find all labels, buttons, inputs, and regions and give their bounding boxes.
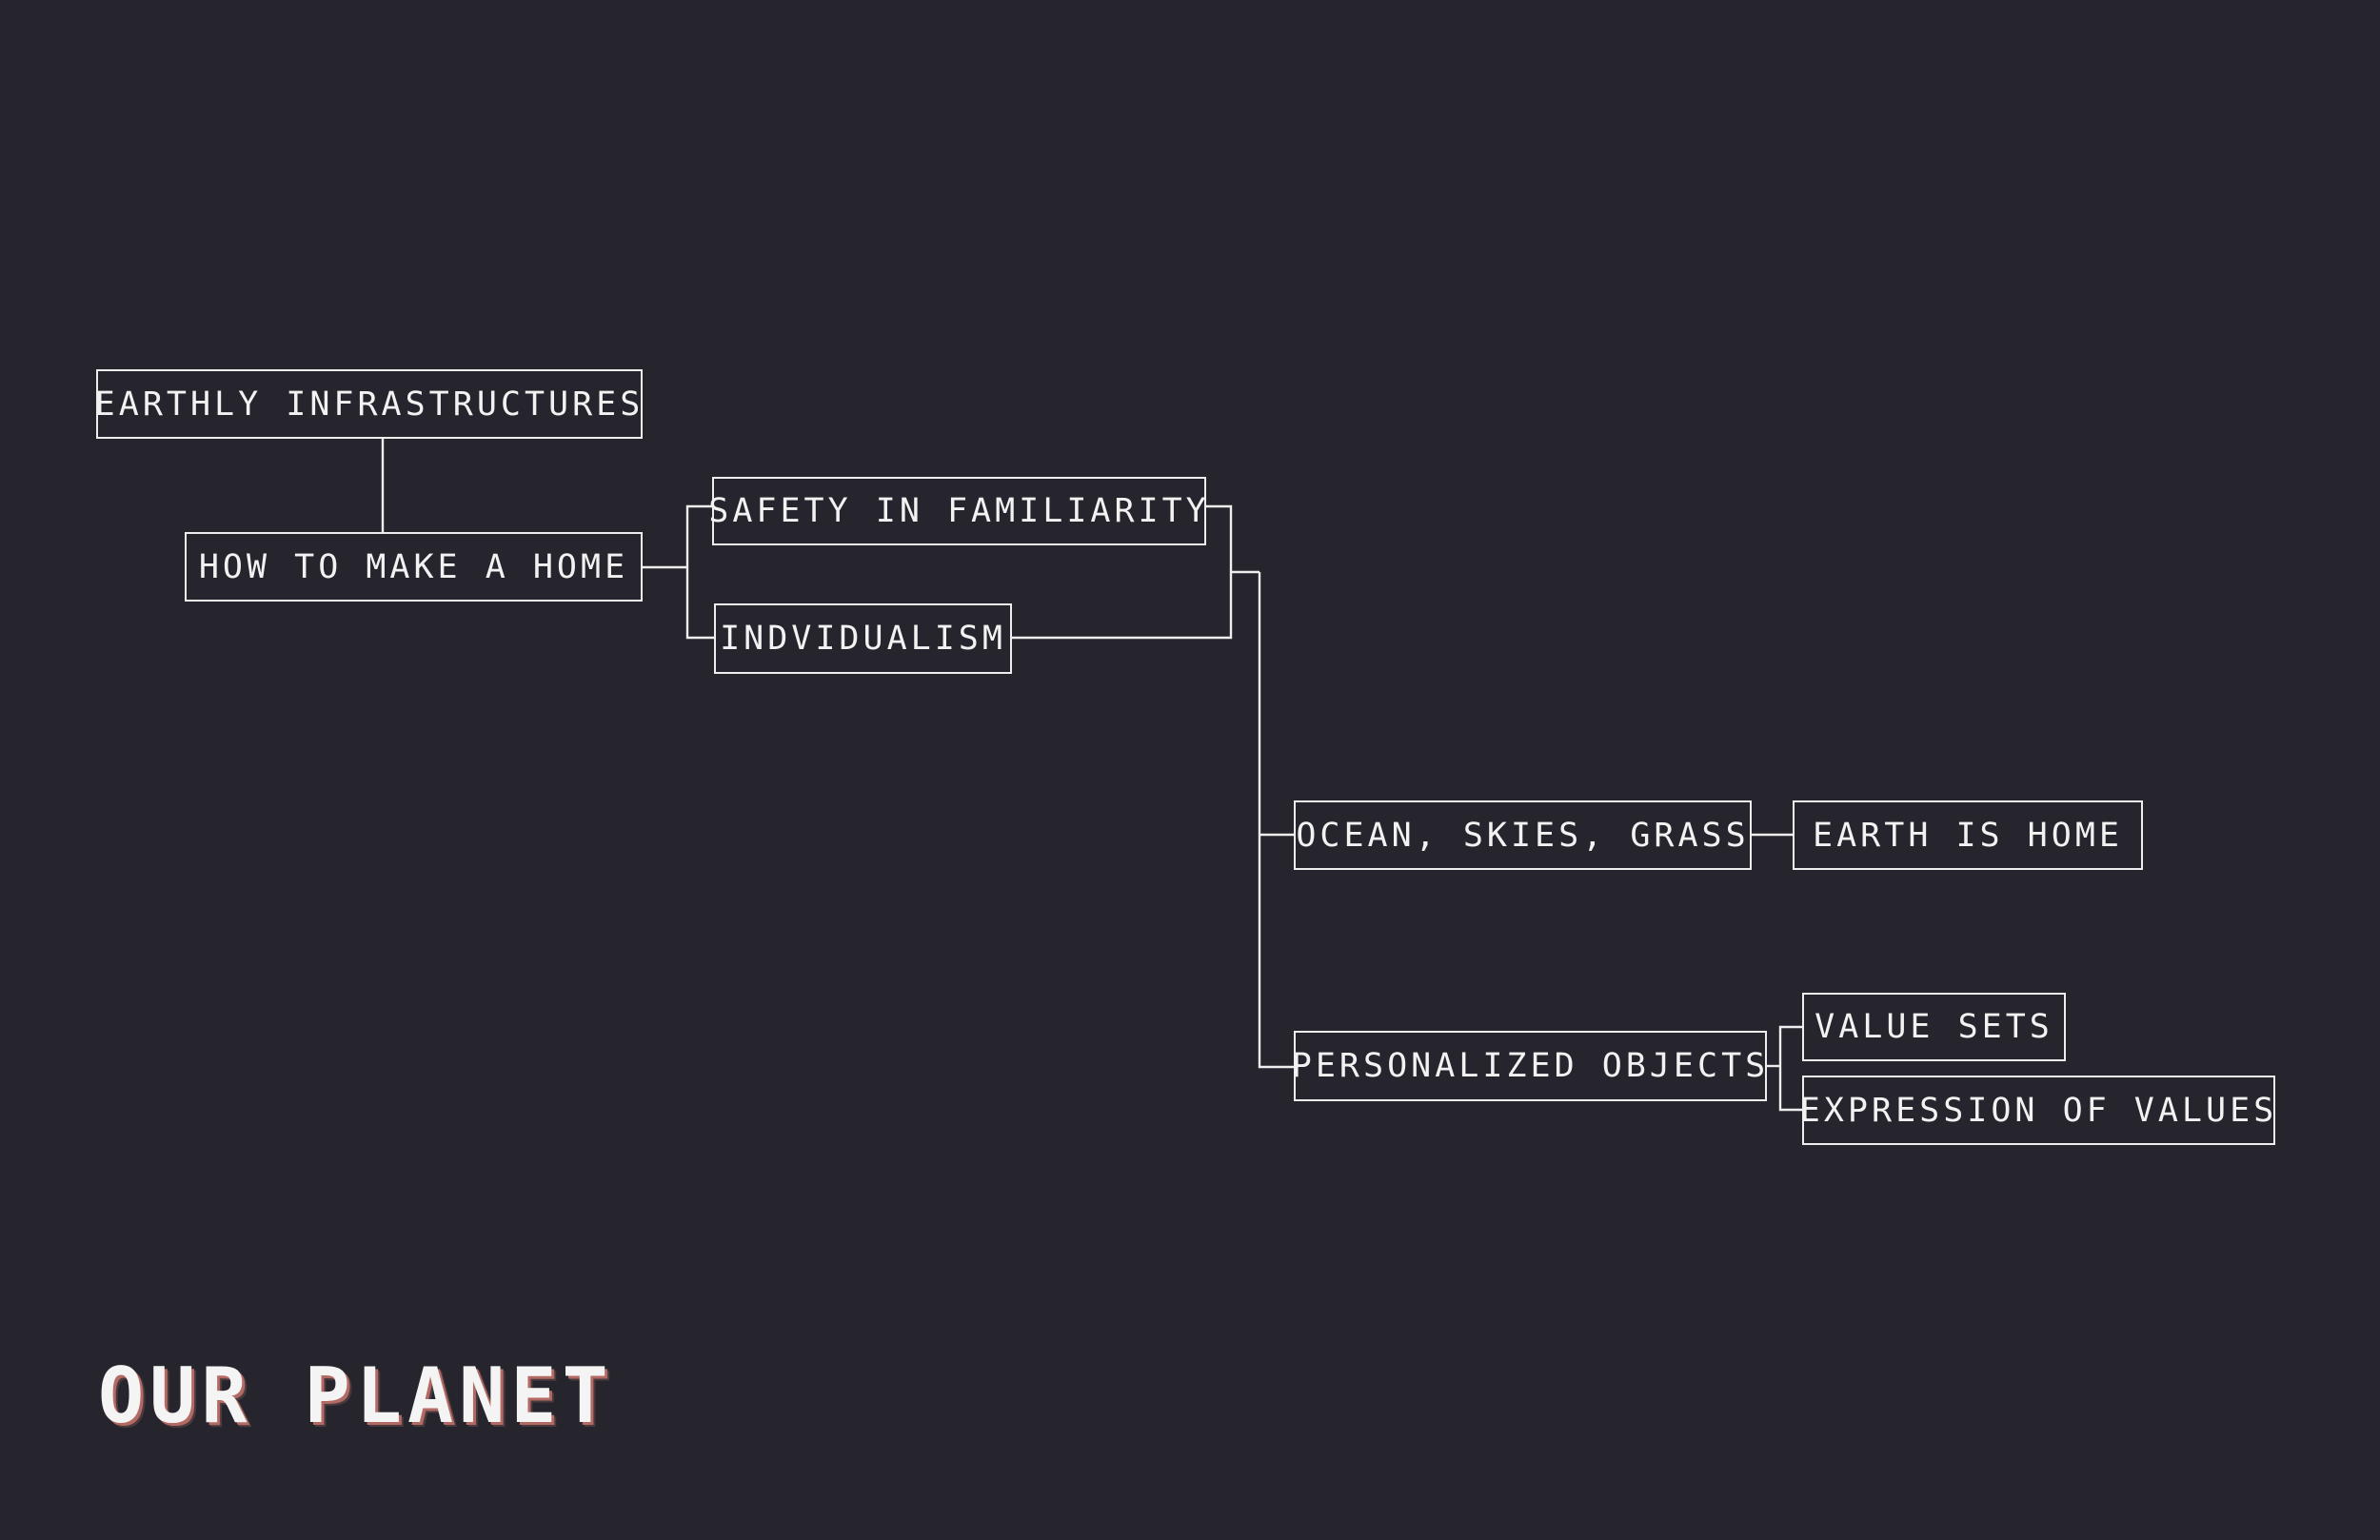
node-label: HOW TO MAKE A HOME xyxy=(198,547,629,586)
edge-home-bracket xyxy=(685,504,714,640)
node-personalized-objects: PERSONALIZED OBJECTS xyxy=(1291,1031,1770,1101)
node-ocean-skies-grass: OCEAN, SKIES, GRASS xyxy=(1294,800,1752,870)
node-safety-in-familiarity: SAFETY IN FAMILIARITY xyxy=(708,477,1206,545)
node-how-to-make-a-home: HOW TO MAKE A HOME xyxy=(185,532,643,602)
node-label: SAFETY IN FAMILIARITY xyxy=(708,492,1210,530)
node-earthly-infrastructures: EARTHLY INFRASTRUCTURES xyxy=(94,369,645,439)
node-label: EXPRESSION OF VALUES xyxy=(1799,1091,2278,1130)
node-label: OCEAN, SKIES, GRASS xyxy=(1296,816,1750,855)
edge-trunk xyxy=(1258,572,1294,1069)
node-expression-of-values: EXPRESSION OF VALUES xyxy=(1799,1076,2278,1145)
node-label: PERSONALIZED OBJECTS xyxy=(1291,1047,1770,1085)
node-label: EARTHLY INFRASTRUCTURES xyxy=(94,385,645,424)
edge-values-bracket xyxy=(1778,1025,1802,1112)
node-label: INDVIDUALISM xyxy=(720,620,1006,658)
node-label: VALUE SETS xyxy=(1815,1008,2053,1046)
node-label: EARTH IS HOME xyxy=(1813,816,2123,855)
node-individualism: INDVIDUALISM xyxy=(714,603,1012,674)
node-value-sets: VALUE SETS xyxy=(1802,993,2066,1061)
node-earth-is-home: EARTH IS HOME xyxy=(1793,800,2143,870)
page-title: OUR PLANET xyxy=(98,1352,614,1440)
